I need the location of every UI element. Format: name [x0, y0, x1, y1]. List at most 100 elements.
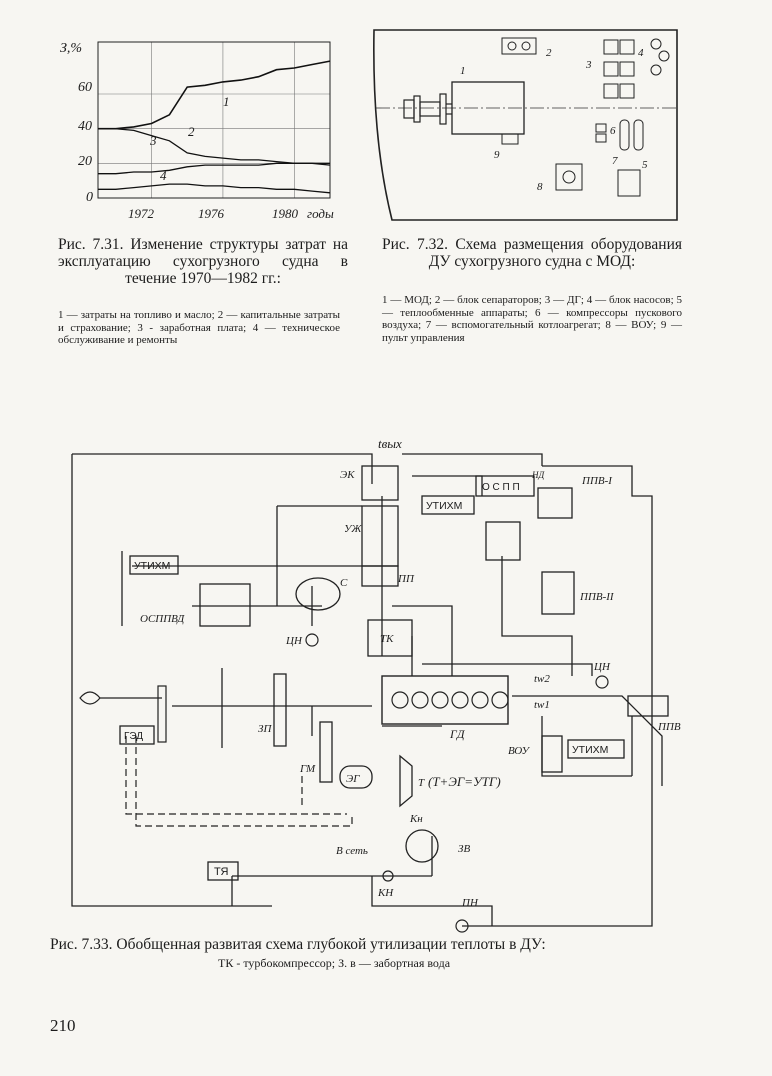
curve-label-1: 1 — [223, 94, 230, 109]
label-t-out: tвых — [378, 436, 402, 451]
feed-pump — [455, 919, 469, 933]
label-zv: ЗВ — [458, 843, 470, 855]
label-tk: ТК — [380, 633, 394, 645]
x-tick-label: 1972 — [128, 206, 155, 221]
callout-1: 1 — [460, 65, 466, 77]
chart-axes — [97, 41, 331, 199]
curve-label-4: 4 — [160, 168, 167, 183]
label-v-set: В сеть — [336, 845, 368, 857]
engine-cylinders — [391, 691, 509, 709]
aux-boiler — [617, 169, 641, 197]
callout-6: 6 — [610, 125, 616, 137]
y-tick-label: 40 — [78, 119, 92, 134]
water-treatment-icon — [562, 170, 576, 184]
ppv1-block — [537, 487, 573, 519]
superheater-block — [361, 565, 399, 587]
label-ppv2: ППВ-II — [579, 591, 615, 603]
label-tw2: tw2 — [534, 673, 550, 685]
label-gm: ГМ — [299, 763, 316, 775]
ospp-block — [199, 583, 251, 627]
hull-stern-curve — [392, 140, 492, 220]
water-treatment-unit — [555, 163, 583, 191]
chart-frame — [97, 41, 331, 199]
utikhm-block-left — [129, 555, 179, 575]
utikhm-block-top — [421, 495, 475, 515]
separator-block — [501, 37, 537, 55]
label-tw1: tw1 — [534, 699, 550, 711]
label-formula: (Т+ЭГ=УТГ) — [428, 774, 501, 789]
label-t: Т — [418, 777, 425, 789]
y-tick-label: 60 — [78, 80, 92, 95]
turbocharger-block — [367, 619, 413, 657]
main-engine-block — [381, 675, 509, 725]
label-nd: НД — [531, 470, 545, 480]
fig732-layout-diagram: 1 2 3 4 5 6 7 8 9 — [373, 29, 678, 221]
label-eg: ЭГ — [346, 773, 360, 785]
fig733-caption-title: Рис. 7.33. Обобщенная развитая схема глу… — [50, 936, 546, 953]
label-kn2: КН — [377, 887, 394, 899]
propeller-icon — [79, 691, 162, 705]
ocpp-block — [475, 475, 535, 497]
voy-block — [541, 735, 563, 773]
x-axis-unit: годы — [307, 206, 334, 221]
x-tick-label: 1980 — [272, 206, 299, 221]
label-utikhm-left: УТИХМ — [134, 560, 170, 572]
label-ppv1: ППВ-I — [581, 475, 613, 487]
compressors — [595, 123, 607, 143]
economizer-block — [361, 465, 399, 501]
label-ek: ЭК — [340, 469, 355, 481]
y-axis-unit: З,% — [60, 41, 82, 56]
label-s: С — [340, 577, 348, 589]
schematic-piping — [71, 453, 663, 927]
label-ppv: ППВ — [657, 721, 681, 733]
diesel-generators — [603, 39, 635, 99]
label-tya: ТЯ — [214, 866, 228, 878]
label-utikhm-right: УТИХМ — [572, 744, 608, 756]
chart-gridlines — [98, 42, 330, 198]
fig731-caption-legend: 1 — затраты на топливо и масло; 2 — капи… — [58, 309, 340, 346]
label-tsn: ЦН — [285, 635, 303, 647]
series-line-4 — [98, 183, 331, 194]
cond-pump — [382, 870, 394, 882]
y-tick-label: 20 — [78, 154, 92, 169]
label-voy: ВОУ — [508, 745, 531, 757]
tya-block — [207, 861, 239, 881]
eg-block — [339, 765, 373, 789]
curve-label-2: 2 — [188, 124, 195, 139]
fig733-schematic: tвых ЭК УЖ ПП С ЦН ТК ОСППВД УТИХМ УТИХМ… — [71, 436, 681, 933]
hull-outline — [373, 29, 678, 221]
page-number: 210 — [50, 1016, 76, 1035]
separator-icon — [507, 41, 517, 51]
pump-icons — [650, 38, 670, 76]
label-utikhm-top: УТИХМ — [426, 500, 462, 512]
label-uzh: УЖ — [344, 523, 362, 535]
label-ocpp: О С П П — [482, 482, 520, 493]
label-ged: ГЭД — [124, 731, 143, 742]
x-tick-label: 1976 — [198, 206, 225, 221]
schematic-dashed-links — [125, 736, 353, 827]
ppv-heater-block — [627, 695, 669, 717]
fig732-caption-title: Рис. 7.32. Схема размещения оборудования… — [382, 236, 682, 270]
label-ospp: ОСППВД — [140, 613, 185, 625]
callout-9: 9 — [494, 149, 500, 161]
series-line-2 — [98, 128, 331, 166]
callout-3: 3 — [585, 59, 592, 71]
shaft-bearing — [157, 685, 167, 743]
label-gd: ГД — [449, 727, 466, 741]
y-tick-label: 0 — [86, 190, 93, 205]
series-line-1 — [98, 60, 331, 130]
control-console — [501, 133, 519, 145]
chart-series-group — [98, 60, 331, 194]
utikhm-block-right — [567, 739, 625, 759]
gm-block — [319, 721, 333, 783]
turbine-shape — [399, 754, 413, 808]
callout-4: 4 — [638, 47, 644, 59]
ged-block — [119, 725, 155, 745]
main-engine-shaft — [403, 93, 452, 125]
separator-drum — [295, 577, 341, 611]
fig731-caption-title: Рис. 7.31. Изменение структуры затрат на… — [58, 236, 348, 287]
circ-pump-2 — [595, 675, 609, 689]
callout-5: 5 — [642, 159, 648, 171]
fig733-caption-legend: ТК - турбокомпрессор; З. в — забортная в… — [218, 956, 451, 970]
callout-8: 8 — [537, 181, 543, 193]
